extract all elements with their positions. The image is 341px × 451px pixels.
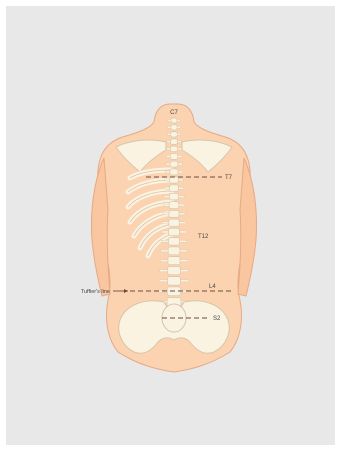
vertebra-process <box>179 196 185 198</box>
vertebra-process <box>166 148 170 150</box>
vertebra <box>169 202 179 209</box>
vertebra-process <box>177 133 180 135</box>
vertebra-process <box>179 222 185 224</box>
vertebra <box>167 277 180 286</box>
vertebra-process <box>163 204 169 206</box>
vertebra <box>168 267 181 275</box>
vertebra <box>169 228 180 235</box>
vertebra-process <box>161 240 168 242</box>
vertebra-process <box>160 260 168 262</box>
vertebra <box>169 193 178 200</box>
label-c7: C7 <box>170 110 178 116</box>
label-t7: T7 <box>225 175 233 181</box>
vertebra <box>171 132 178 137</box>
vertebra-process <box>162 222 168 224</box>
label-l4: L4 <box>209 284 216 290</box>
vertebra <box>168 247 180 255</box>
vertebra-process <box>160 270 168 272</box>
anatomy-diagram: C7 T7 T12 L4 S2 Tuffier's line <box>6 6 335 445</box>
vertebra-process <box>178 155 182 157</box>
vertebra-process <box>180 250 187 252</box>
vertebra-process <box>168 120 171 122</box>
vertebra-process <box>167 141 171 143</box>
vertebra <box>170 185 179 191</box>
vertebra-process <box>178 179 183 181</box>
vertebra <box>171 139 178 144</box>
vertebra-process <box>178 163 182 165</box>
vertebra <box>169 219 179 226</box>
vertebra-process <box>178 187 183 189</box>
vertebra <box>170 154 178 160</box>
vertebra-process <box>165 179 170 181</box>
vertebra-process <box>177 120 180 122</box>
label-t12: T12 <box>198 234 209 240</box>
label-s2: S2 <box>213 316 221 322</box>
vertebra <box>171 125 177 130</box>
vertebra-process <box>177 141 181 143</box>
vertebra-process <box>180 270 188 272</box>
vertebra-process <box>179 213 185 215</box>
vertebra-process <box>177 126 180 128</box>
vertebra-process <box>164 196 170 198</box>
vertebra <box>171 118 177 123</box>
vertebra-process <box>179 231 186 233</box>
label-tuffiers-line: Tuffier's line <box>81 289 110 295</box>
vertebra-process <box>180 260 188 262</box>
vertebra-process <box>164 187 169 189</box>
vertebra <box>170 146 177 152</box>
vertebra <box>170 177 179 183</box>
vertebra <box>170 161 178 167</box>
vertebra-process <box>161 250 168 252</box>
vertebra-process <box>180 240 187 242</box>
vertebra-process <box>168 126 171 128</box>
vertebra <box>170 169 178 175</box>
vertebra <box>168 257 180 265</box>
vertebra-process <box>178 148 182 150</box>
vertebra-process <box>178 171 183 173</box>
vertebra-process <box>163 213 169 215</box>
vertebra-process <box>179 204 185 206</box>
vertebra-process <box>166 163 170 165</box>
vertebra-process <box>181 280 189 282</box>
vertebra-process <box>167 133 170 135</box>
vertebra-process <box>159 280 167 282</box>
vertebra <box>168 238 179 246</box>
vertebra-process <box>166 155 170 157</box>
vertebra <box>169 210 179 217</box>
vertebra-process <box>165 171 170 173</box>
vertebra-process <box>162 231 169 233</box>
